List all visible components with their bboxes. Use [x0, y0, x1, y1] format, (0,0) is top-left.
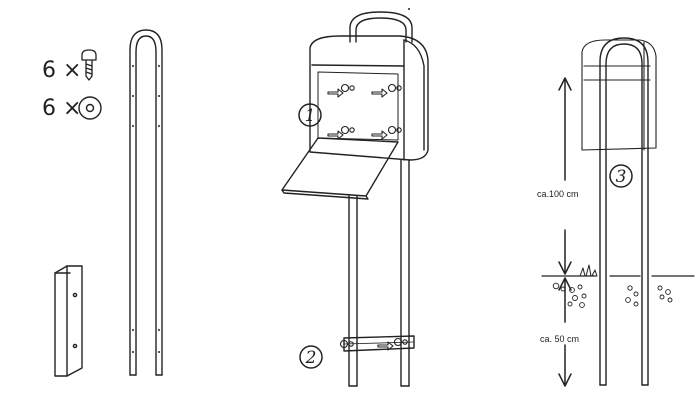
screw-bottom-left	[340, 125, 355, 135]
step-2-badge: 2	[299, 345, 323, 369]
screw-bracket-right	[393, 337, 408, 347]
step-2-label: 2	[305, 348, 317, 368]
ghost-mailbox	[581, 39, 657, 151]
arrow-icon	[377, 341, 394, 351]
insertion-arrows	[327, 88, 394, 351]
mounting-screws	[339, 83, 408, 349]
above-ground-dimension-label: ca.100 cm	[537, 189, 579, 199]
ground-line	[541, 264, 695, 277]
arrow-icon	[327, 130, 344, 140]
step-3-label: 3	[616, 167, 627, 187]
post-holes	[132, 65, 160, 353]
screw-icon	[81, 49, 97, 81]
screw-bottom-right	[387, 125, 402, 135]
step-1-label: 1	[305, 106, 316, 126]
parts-list: 6 × 6 ×	[42, 49, 102, 121]
washer-icon	[78, 96, 102, 120]
screw-bracket-left	[339, 339, 354, 349]
step-1-badge: 1	[298, 103, 322, 127]
stray-mark	[408, 8, 410, 10]
angle-bracket-part	[54, 265, 83, 377]
arrow-icon	[371, 88, 388, 98]
installed-view: ca.100 cm ca. 50 cm 3	[537, 37, 695, 387]
u-post-part	[129, 29, 163, 376]
arrow-icon	[327, 88, 344, 98]
arrow-icon	[371, 130, 388, 140]
washer-count-label: 6 ×	[42, 96, 81, 121]
dimension-arrow-below	[558, 277, 572, 387]
soil-pebbles	[552, 282, 673, 308]
screw-top-left	[340, 83, 355, 93]
screw-count-label: 6 ×	[42, 58, 81, 83]
step-3-badge: 3	[609, 164, 633, 188]
dimension-arrow-above	[558, 77, 572, 275]
installed-post	[599, 37, 649, 386]
below-ground-dimension-label: ca. 50 cm	[540, 334, 579, 344]
screw-top-right	[387, 83, 402, 93]
mailbox-assembly	[281, 11, 429, 387]
